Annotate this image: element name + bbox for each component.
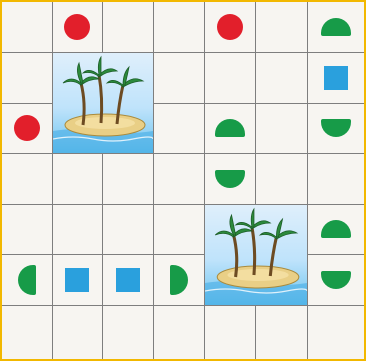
green-half-up[interactable]: [321, 18, 351, 36]
board-cell[interactable]: [2, 52, 52, 103]
board-cell[interactable]: [153, 305, 204, 359]
green-half-down[interactable]: [321, 271, 351, 289]
board-cell[interactable]: [2, 305, 52, 359]
red-circle[interactable]: [217, 14, 243, 40]
blue-square[interactable]: [324, 66, 348, 90]
piece-cell[interactable]: [52, 254, 102, 305]
piece-cell[interactable]: [204, 2, 255, 52]
piece-cell[interactable]: [307, 52, 364, 103]
board-cell[interactable]: [255, 153, 307, 204]
green-half-up[interactable]: [215, 119, 245, 137]
board-cell[interactable]: [153, 2, 204, 52]
board-cell[interactable]: [153, 204, 204, 254]
board-cell[interactable]: [204, 305, 255, 359]
palm-island-icon: [53, 53, 153, 153]
board-cell[interactable]: [52, 305, 102, 359]
piece-cell[interactable]: [204, 153, 255, 204]
board-cell[interactable]: [255, 52, 307, 103]
board-cell[interactable]: [255, 2, 307, 52]
island-top-left: [53, 53, 153, 153]
board-cell[interactable]: [102, 2, 153, 52]
palm-island-icon: [205, 205, 307, 305]
green-half-down[interactable]: [321, 119, 351, 137]
piece-cell[interactable]: [102, 254, 153, 305]
board-cell[interactable]: [102, 204, 153, 254]
blue-square[interactable]: [65, 268, 89, 292]
board-cell[interactable]: [102, 305, 153, 359]
board-cell[interactable]: [52, 204, 102, 254]
piece-cell[interactable]: [307, 2, 364, 52]
board-cell[interactable]: [307, 153, 364, 204]
board-cell[interactable]: [153, 103, 204, 153]
board-cell[interactable]: [2, 153, 52, 204]
green-half-right[interactable]: [170, 265, 188, 295]
red-circle[interactable]: [64, 14, 90, 40]
board-cell[interactable]: [2, 2, 52, 52]
green-half-up[interactable]: [321, 220, 351, 238]
blue-square[interactable]: [116, 268, 140, 292]
board-cell[interactable]: [204, 52, 255, 103]
green-half-left[interactable]: [18, 265, 36, 295]
board-cell[interactable]: [153, 153, 204, 204]
piece-cell[interactable]: [204, 103, 255, 153]
board-cell[interactable]: [307, 305, 364, 359]
piece-cell[interactable]: [307, 103, 364, 153]
board-cell[interactable]: [2, 204, 52, 254]
piece-cell[interactable]: [52, 2, 102, 52]
board-cell[interactable]: [255, 103, 307, 153]
piece-cell[interactable]: [2, 254, 52, 305]
board-cell[interactable]: [102, 153, 153, 204]
piece-cell[interactable]: [307, 204, 364, 254]
red-circle[interactable]: [14, 115, 40, 141]
green-half-down[interactable]: [215, 170, 245, 188]
piece-cell[interactable]: [153, 254, 204, 305]
board-cell[interactable]: [52, 153, 102, 204]
board-cell[interactable]: [153, 52, 204, 103]
island-bottom-right: [205, 205, 307, 305]
board-cell[interactable]: [255, 305, 307, 359]
piece-cell[interactable]: [2, 103, 52, 153]
piece-cell[interactable]: [307, 254, 364, 305]
